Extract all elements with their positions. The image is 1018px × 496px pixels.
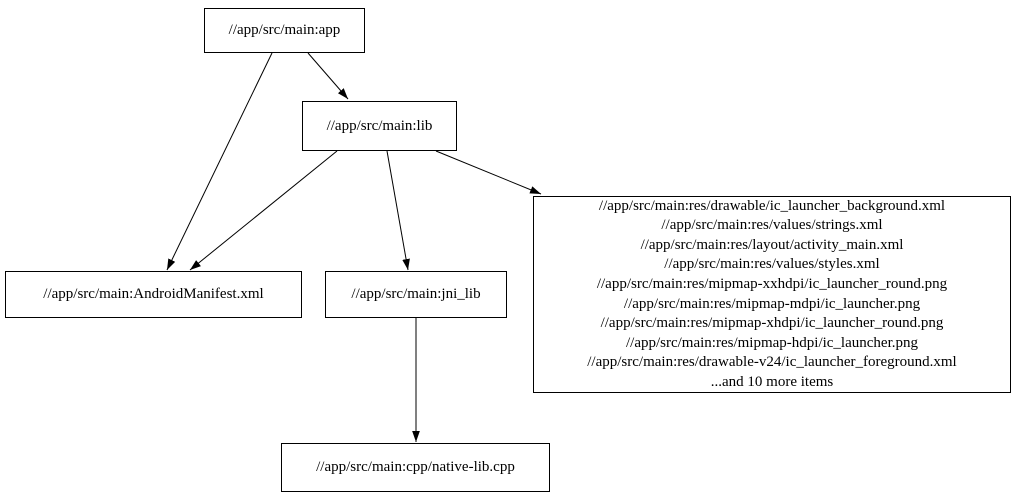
res-file-line: //app/src/main:res/mipmap-mdpi/ic_launch… [623,295,921,312]
res-file-line: //app/src/main:res/drawable-v24/ic_launc… [587,354,957,371]
res-file-line: //app/src/main:res/layout/activity_main.… [640,236,904,253]
res-file-line: //app/src/main:res/drawable/ic_launcher_… [598,197,946,214]
edge-app-to-lib [307,52,349,100]
res-file-line: //app/src/main:res/values/styles.xml [664,256,880,273]
edge-app-to-android-manifest [166,52,273,271]
res-file-line: //app/src/main:res/values/strings.xml [661,217,883,234]
edge-lib-to-jni-lib [386,150,410,271]
node-app-label: //app/src/main:app [228,22,341,38]
node-jni-lib-label: //app/src/main:jni_lib [351,286,481,302]
res-more-items-line: ...and 10 more items [710,373,834,390]
node-native-lib-cpp: //app/src/main:cpp/native-lib.cpp [281,443,550,492]
edge-lib-to-res-files [435,150,542,195]
node-jni-lib: //app/src/main:jni_lib [325,271,507,318]
node-android-manifest-label: //app/src/main:AndroidManifest.xml [43,286,264,302]
res-file-line: //app/src/main:res/mipmap-hdpi/ic_launch… [625,334,918,351]
edge-lib-to-android-manifest [189,150,338,271]
res-file-line: //app/src/main:res/mipmap-xxhdpi/ic_laun… [596,275,948,292]
res-file-line: //app/src/main:res/mipmap-xhdpi/ic_launc… [600,315,944,332]
node-lib: //app/src/main:lib [302,101,457,151]
node-res-files: //app/src/main:res/drawable/ic_launcher_… [533,196,1011,393]
node-android-manifest: //app/src/main:AndroidManifest.xml [5,271,302,318]
node-app: //app/src/main:app [204,8,365,53]
node-native-lib-cpp-label: //app/src/main:cpp/native-lib.cpp [316,459,515,475]
node-lib-label: //app/src/main:lib [326,117,433,134]
